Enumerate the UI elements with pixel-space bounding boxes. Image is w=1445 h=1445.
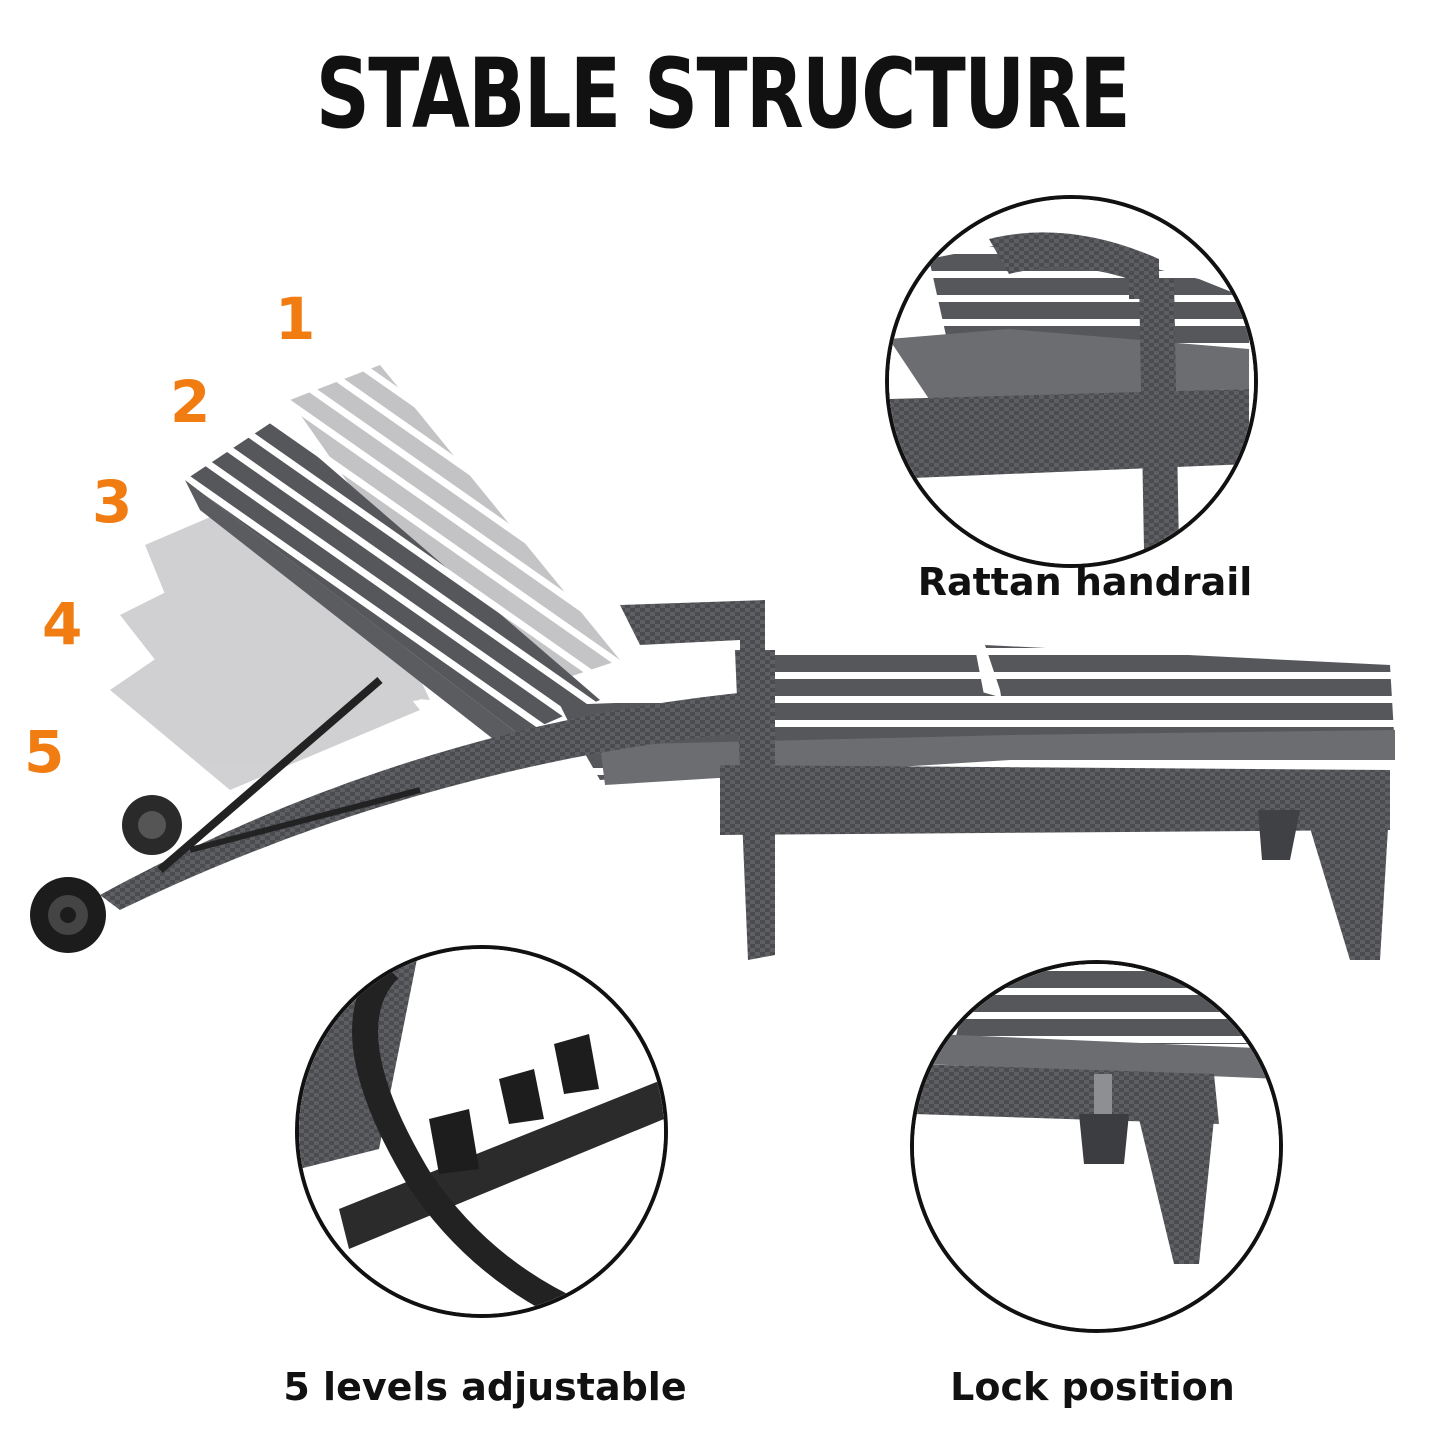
level-5-label: 5 [24, 718, 65, 786]
handrail-detail-circle [885, 195, 1258, 568]
rattan-frame [720, 765, 1390, 835]
level-2-label: 2 [170, 368, 211, 436]
backrest-ghost-positions [110, 365, 620, 790]
page-title: STABLE STRUCTURE [315, 38, 1131, 150]
adjust-caption: 5 levels adjustable [283, 1365, 687, 1409]
rear-leg [1300, 795, 1390, 960]
handrail-caption: Rattan handrail [917, 560, 1253, 604]
backrest-cushion [185, 420, 600, 735]
wheel-icon [122, 795, 182, 855]
lock-caption: Lock position [950, 1365, 1235, 1409]
level-4-label: 4 [42, 590, 83, 658]
level-3-label: 3 [92, 468, 133, 536]
wheel-icon [30, 877, 106, 953]
front-leg [735, 650, 775, 960]
level-1-label: 1 [275, 285, 316, 353]
rattan-handrail [100, 690, 770, 910]
leg-cushion [985, 645, 1395, 750]
lock-detail-circle [910, 960, 1283, 1333]
adjust-detail-circle [295, 945, 668, 1318]
